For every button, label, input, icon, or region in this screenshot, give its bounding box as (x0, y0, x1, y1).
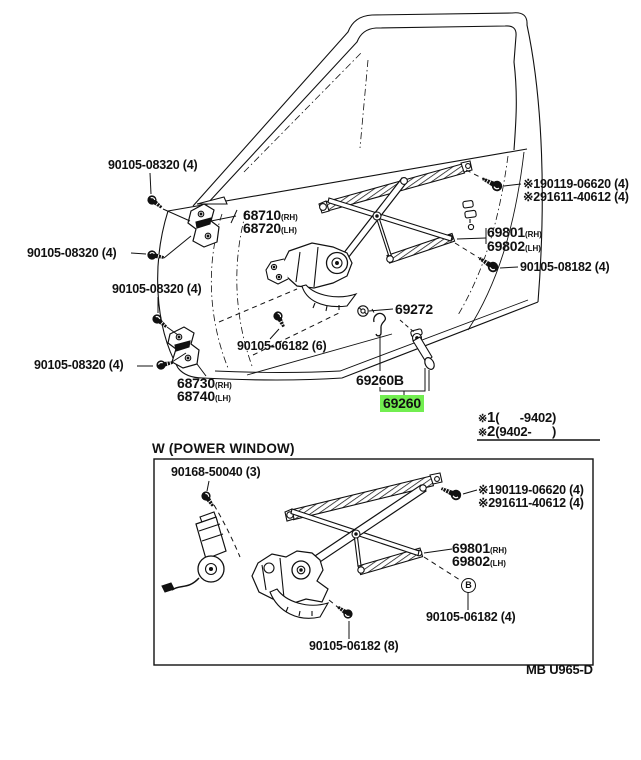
door-hinges (167, 203, 220, 369)
rail-lh-number-top: 69802 (487, 238, 525, 254)
note-1-mark: ※ (478, 413, 488, 425)
label-hinge-upper-lh: 68720(LH) (243, 221, 297, 235)
leader-lines-bottom (206, 480, 478, 639)
door-outline (157, 12, 543, 381)
hinge-lower-lh-number: 68740 (177, 388, 215, 404)
hinge-upper-lh-number: 68720 (243, 220, 281, 236)
label-rail-rh-bottom: 69801(RH) (452, 541, 507, 555)
pw-regulator (251, 472, 443, 619)
hinge-upper-rh-number: 68710 (243, 207, 281, 223)
label-rail-lh-bottom: 69802(LH) (452, 554, 506, 568)
rail-rh-suffix-bottom: (RH) (489, 546, 507, 555)
rail-lh-number-bottom: 69802 (452, 553, 490, 569)
applicability-note-line-1: ※1( -9402) (478, 410, 556, 425)
callout-b-badge: B (461, 578, 476, 593)
label-plate-bolt-bottom: 90105-06182 (8) (309, 639, 399, 653)
label-regulator-bolt-top: 90105-06182 (6) (237, 339, 327, 353)
hinge-lower-rh-number: 68730 (177, 375, 215, 391)
label-hinge-screw-2: 90105-08320 (4) (27, 246, 117, 260)
label-frame-bolt-note-2-bottom: ※291611-40612 (4) (478, 496, 584, 510)
label-rail-rh-top: 69801(RH) (487, 225, 542, 239)
label-motor-screw: 90168-50040 (3) (171, 465, 261, 479)
hinge-lower-lh-suffix: (LH) (214, 394, 231, 403)
note-1-range: ( -9402) (495, 410, 557, 425)
rail-lh-suffix-top: (LH) (524, 244, 541, 253)
rail-rh-number-bottom: 69801 (452, 540, 490, 556)
label-rail-bolt-bottom: 90105-06182 (4) (426, 610, 516, 624)
hinge-lower-rh-suffix: (RH) (214, 381, 232, 390)
figure-code: MB U965-D (526, 662, 593, 677)
label-frame-bolt-note-2-top: ※291611-40612 (4) (523, 190, 629, 204)
window-regulator (265, 160, 473, 312)
label-hinge-screw-3: 90105-08320 (4) (112, 282, 202, 296)
label-hinge-lower-rh: 68730(RH) (177, 376, 232, 390)
label-hinge-screw-1: 90105-08320 (4) (108, 158, 198, 172)
handle-and-clip (357, 305, 435, 370)
label-rail-lh-top: 69802(LH) (487, 239, 541, 253)
hinge-upper-rh-suffix: (RH) (280, 213, 298, 222)
note-1-number: 1 (487, 409, 496, 426)
label-hinge-upper-rh: 68710(RH) (243, 208, 298, 222)
rail-rh-number-top: 69801 (487, 224, 525, 240)
applicability-note-line-2: ※2(9402- ) (478, 424, 556, 439)
label-frame-bolt-note-1-top: ※190119-06620 (4) (523, 177, 629, 191)
label-hinge-lower-lh: 68740(LH) (177, 389, 231, 403)
power-window-section-title: W (POWER WINDOW) (152, 441, 295, 456)
power-window-box (153, 458, 594, 666)
label-handle-highlighted: 69260 (380, 395, 424, 412)
hinge-upper-lh-suffix: (LH) (280, 226, 297, 235)
label-rail-bolt-top: 90105-08182 (4) (520, 260, 610, 274)
note-2-number: 2 (487, 423, 496, 440)
label-handle-clip: 69260B (356, 372, 404, 388)
rail-rh-suffix-top: (RH) (524, 230, 542, 239)
label-frame-bolt-note-1-bottom: ※190119-06620 (4) (478, 483, 584, 497)
note-2-range: (9402- ) (495, 424, 557, 439)
label-hinge-screw-4: 90105-08320 (4) (34, 358, 124, 372)
pw-motor (161, 511, 227, 593)
label-washer-69272: 69272 (395, 301, 433, 317)
rail-lh-suffix-bottom: (LH) (489, 559, 506, 568)
leader-lines-top (130, 169, 600, 441)
note-2-mark: ※ (478, 427, 488, 439)
